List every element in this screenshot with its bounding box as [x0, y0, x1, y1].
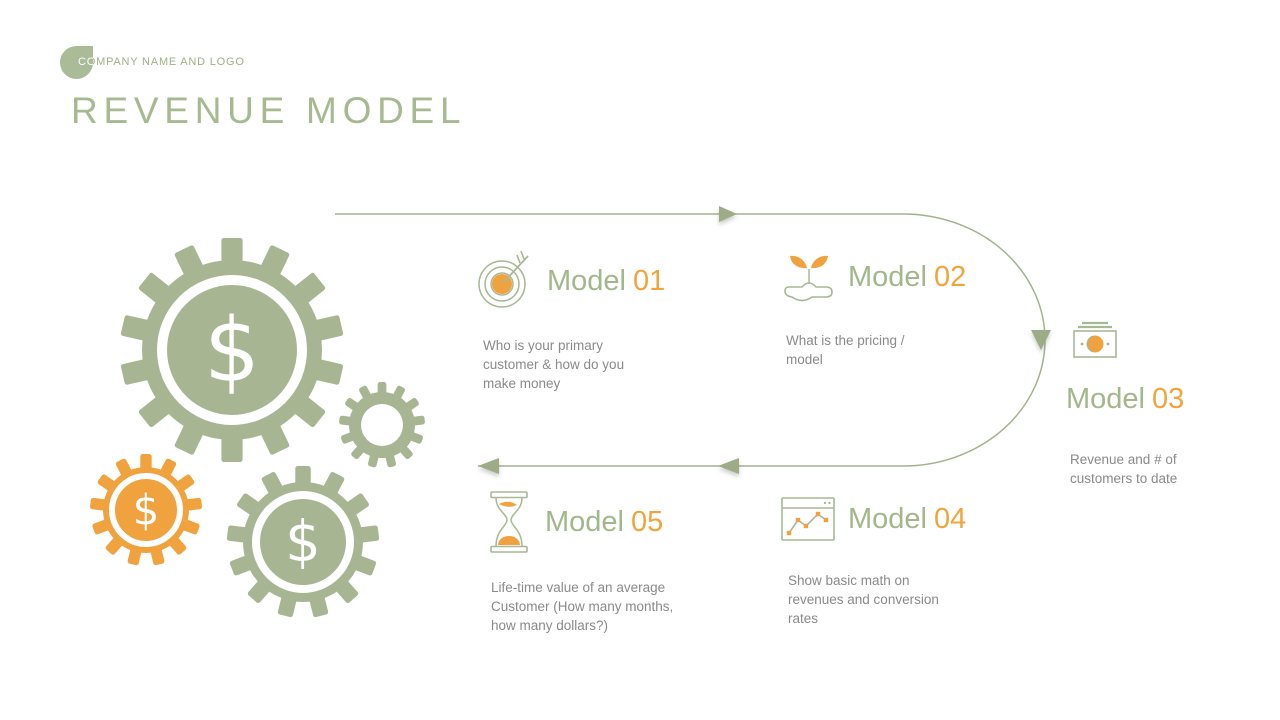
- arrow-down-icon: [1031, 330, 1051, 350]
- gears-money-illustration: $ $ $: [90, 238, 425, 618]
- model-description: Revenue and # of customers to date: [1070, 452, 1178, 487]
- model-number: 02: [934, 260, 967, 293]
- arrow-left-mid-icon: [718, 458, 739, 474]
- company-name-label: COMPANY NAME AND LOGO: [78, 56, 245, 68]
- svg-text:$: $: [204, 299, 260, 402]
- model-number: 05: [631, 505, 664, 538]
- model-label: Model: [547, 264, 626, 297]
- arrow-right-icon: [719, 206, 737, 222]
- model-description: Life-time value of an average Customer (…: [491, 580, 674, 634]
- gear-small-green: [339, 382, 425, 468]
- line-chart-window-icon: [780, 495, 836, 543]
- model-description: Who is your primary customer & how do yo…: [483, 338, 625, 392]
- model-number: 04: [934, 502, 967, 535]
- model-label: Model: [848, 260, 927, 293]
- company-logo: [60, 46, 93, 79]
- page-title: REVENUE MODEL: [71, 90, 467, 131]
- model-description: Show basic math on revenues and conversi…: [788, 573, 939, 627]
- model-number: 01: [633, 264, 666, 297]
- hand-sprout-icon: [778, 247, 838, 307]
- target-arrow-icon: [475, 250, 537, 312]
- arrow-left-end-icon: [478, 458, 499, 474]
- model-label: Model: [848, 502, 927, 535]
- svg-text:$: $: [285, 510, 321, 575]
- model-number: 03: [1152, 383, 1185, 415]
- model-label: Model: [545, 505, 624, 538]
- model-description: What is the pricing / model: [786, 333, 905, 368]
- hourglass-icon: [483, 490, 535, 554]
- svg-text:$: $: [133, 486, 160, 535]
- gear-orange: $: [90, 454, 202, 566]
- gear-large-green: $: [120, 238, 344, 462]
- banknote-icon: [1070, 320, 1120, 362]
- model-label: Model: [1066, 383, 1145, 415]
- gear-medium-green: $: [226, 466, 380, 618]
